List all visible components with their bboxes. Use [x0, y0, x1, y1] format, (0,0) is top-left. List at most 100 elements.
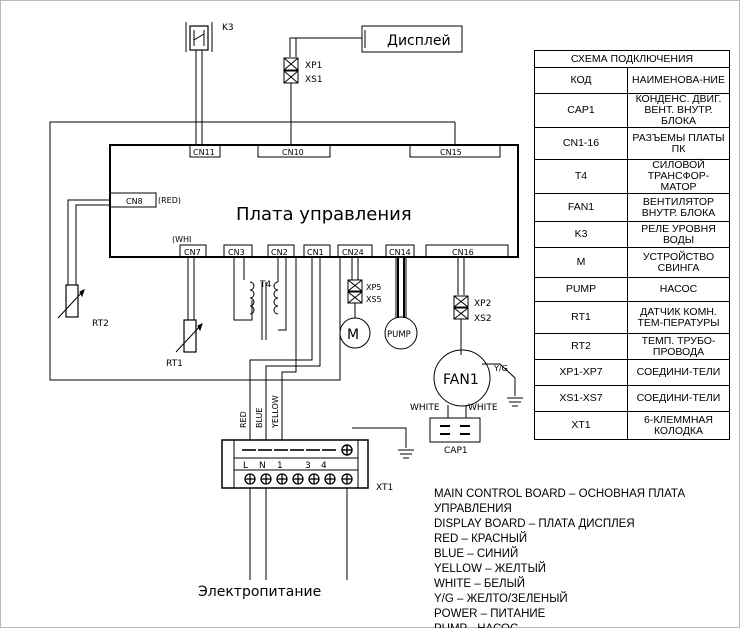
cn8-label: CN8 — [126, 197, 143, 206]
xp2-label: XP2 — [474, 299, 491, 309]
pump-label: PUMP — [387, 330, 411, 340]
xs5-label: XS5 — [366, 295, 382, 304]
k3-label: K3 — [222, 23, 234, 33]
wire-red-label: RED — [239, 411, 248, 428]
cn10-label: CN10 — [282, 148, 304, 157]
rt2-label: RT2 — [92, 319, 109, 329]
white-left-label: WHITE — [410, 403, 440, 413]
legend-code: T4 — [534, 159, 628, 194]
xp1-label: XP1 — [305, 61, 322, 71]
legend-description: РЕЛЕ УРОВНЯ ВОДЫ — [627, 221, 730, 248]
legend-code: RT2 — [534, 333, 628, 360]
outer-wire-loop — [49, 121, 341, 381]
xt1-label: XT1 — [376, 483, 393, 493]
terminal-3-label: 3 — [305, 461, 311, 471]
white-right-label: WHITE — [468, 403, 498, 413]
fan1-label: FAN1 — [443, 372, 479, 388]
wire-yellow-label: YELLOW — [271, 395, 280, 429]
note-line: MAIN CONTROL BOARD – ОСНОВНАЯ ПЛАТА — [434, 488, 686, 500]
rt2-pipe-sensor: RT2 — [57, 199, 110, 329]
wire-blue-label: BLUE — [255, 408, 264, 428]
wire-yellow — [281, 257, 297, 440]
note-line: BLUE – СИНИЙ — [434, 548, 519, 560]
legend-code: PUMP — [534, 277, 628, 302]
rt1-room-sensor: RT1 — [166, 257, 203, 369]
legend-description: СОЕДИНИ-ТЕЛИ — [627, 385, 730, 412]
cn2-label: CN2 — [271, 248, 288, 257]
power-label: Электропитание — [198, 584, 321, 600]
yg-label: Y/G — [493, 364, 508, 373]
note-line: POWER – ПИТАНИЕ — [434, 608, 546, 620]
xp5-label: XP5 — [366, 283, 381, 292]
legend-description: КОНДЕНС. ДВИГ. ВЕНТ. ВНУТР. БЛОКА — [627, 93, 730, 128]
cn24-label: CN24 — [342, 248, 364, 257]
terminal-4-label: 4 — [321, 461, 327, 471]
cap1-capacitor: CAP1 — [429, 417, 481, 456]
m-label: M — [347, 327, 359, 343]
xp1-xs1-connector: XP1 XS1 — [283, 57, 323, 145]
wire-blue — [265, 257, 321, 440]
board-title: Плата управления — [236, 204, 412, 225]
legend-description: РАЗЪЕМЫ ПЛАТЫ ПК — [627, 127, 730, 160]
cn8-red-label: (RED) — [158, 196, 181, 205]
cn16-label: CN16 — [452, 248, 474, 257]
cap1-label: CAP1 — [444, 446, 468, 456]
cn3-label: CN3 — [228, 248, 245, 257]
note-line: PUMP - НАСОС — [434, 622, 685, 628]
legend-description: ДАТЧИК КОМН. ТЕМ-ПЕРАТУРЫ — [627, 301, 730, 334]
legend-code: КОД — [534, 67, 628, 94]
legend-description: УСТРОЙСТВО СВИНГА — [627, 247, 730, 278]
legend-code: XP1-XP7 — [534, 359, 628, 386]
legend-code: FAN1 — [534, 193, 628, 222]
wire-red — [249, 257, 313, 440]
cn11-label: CN11 — [193, 148, 215, 157]
t4-label: T4 — [259, 280, 271, 290]
cn15-label: CN15 — [440, 148, 462, 157]
note-line: УПРАВЛЕНИЯ — [434, 503, 512, 515]
cn7-label: CN7 — [184, 248, 201, 257]
note-line: DISPLAY BOARD – ПЛАТА ДИСПЛЕЯ — [434, 518, 635, 530]
cn1-label: CN1 — [307, 248, 324, 257]
legend-code: CAP1 — [534, 93, 628, 128]
legend-code: XS1-XS7 — [534, 385, 628, 412]
legend-description: 6-КЛЕММНАЯ КОЛОДКА — [627, 411, 730, 440]
terminal-1-label: 1 — [277, 461, 283, 471]
display-board: Дисплей — [289, 25, 463, 57]
note-line: WHITE – БЕЛЫЙ — [434, 578, 526, 590]
note-line: Y/G – ЖЕЛТО/ЗЕЛЕНЫЙ — [434, 593, 568, 605]
k3-water-level-relay: K3 — [185, 22, 234, 145]
t4-transformer: T4 — [233, 257, 287, 340]
pump: PUMP — [384, 257, 418, 350]
legend-code: XT1 — [534, 411, 628, 440]
legend-description: ВЕНТИЛЯТОР ВНУТР. БЛОКА — [627, 193, 730, 222]
control-board: CN11 CN10 CN15 CN8 (RED) Плата управлени… — [109, 144, 519, 258]
legend-description: СИЛОВОЙ ТРАНСФОР-МАТОР — [627, 159, 730, 194]
cn14-label: CN14 — [389, 248, 411, 257]
legend-description: НАСОС — [627, 277, 730, 302]
legend-description: ТЕМП. ТРУБО-ПРОВОДА — [627, 333, 730, 360]
terminal-n-label: N — [259, 461, 266, 471]
swing-motor: XP5 XS5 M — [339, 257, 382, 349]
rt1-label: RT1 — [166, 359, 183, 369]
legend-code: M — [534, 247, 628, 278]
legend-code: RT1 — [534, 301, 628, 334]
legend-code: K3 — [534, 221, 628, 248]
display-label: Дисплей — [387, 33, 451, 49]
legend-title: СХЕМА ПОДКЛЮЧЕНИЯ — [534, 50, 730, 68]
fan-motor: XP2 XS2 FAN1 Y/G WHITE WHITE — [410, 257, 523, 418]
legend-code: CN1-16 — [534, 127, 628, 160]
xs1-label: XS1 — [305, 75, 323, 85]
